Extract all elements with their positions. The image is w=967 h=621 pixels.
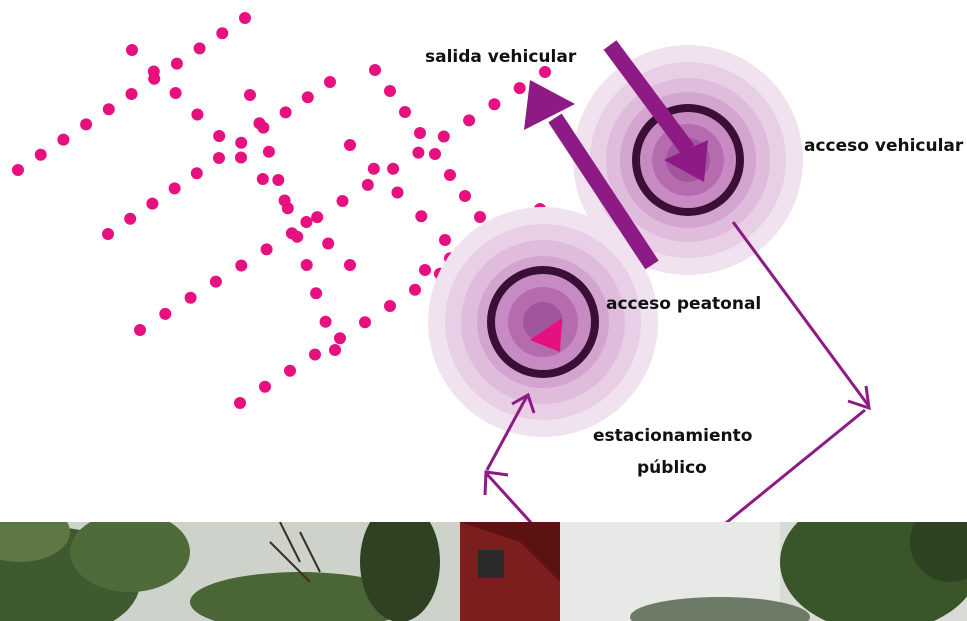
circulation-dot — [235, 259, 248, 272]
circulation-dot — [384, 300, 396, 312]
circulation-dot — [147, 65, 160, 78]
circulation-dot — [235, 136, 248, 149]
circulation-dot — [513, 82, 526, 95]
circulation-dot — [159, 307, 172, 320]
circulation-dot — [329, 344, 341, 356]
circulation-dot — [384, 85, 396, 97]
circulation-dot — [391, 186, 404, 199]
circulation-dot — [239, 12, 251, 24]
circulation-dot — [414, 127, 426, 139]
label-salida-vehicular: salida vehicular — [425, 47, 577, 67]
circulation-dot — [193, 42, 206, 55]
circulation-dot — [102, 103, 115, 116]
circulation-dot — [126, 44, 138, 56]
circulation-dot — [234, 397, 246, 409]
circulation-dot — [300, 216, 313, 228]
circulation-dot — [334, 332, 346, 345]
circulation-dot — [134, 324, 146, 336]
circulation-dot — [415, 210, 428, 223]
circulation-dot — [369, 64, 381, 76]
circulation-dot — [190, 167, 203, 180]
circulation-dot — [272, 174, 285, 186]
arrow-down-right-icon — [603, 40, 708, 182]
circulation-dot — [279, 106, 292, 119]
circulation-dot — [281, 202, 294, 215]
circulation-dot — [34, 148, 47, 161]
circulation-dot — [322, 237, 335, 250]
circulation-dot — [311, 211, 324, 224]
circulation-dot — [301, 91, 314, 104]
circulation-dot — [284, 364, 296, 377]
label-acceso-peatonal: acceso peatonal — [606, 294, 761, 314]
circulation-dot — [253, 117, 266, 130]
circulation-dot — [213, 152, 225, 164]
label-acceso-vehicular: acceso vehicular — [804, 136, 964, 156]
circulation-dot — [488, 98, 501, 111]
circulation-dot — [429, 148, 441, 160]
landscape-photo — [0, 522, 967, 621]
circulation-dot — [146, 197, 159, 210]
circulation-dot — [170, 57, 183, 70]
circulation-dot — [216, 27, 229, 40]
circulation-dot — [310, 287, 323, 300]
arrow-up-left-icon — [524, 80, 659, 270]
circulation-dot — [169, 87, 182, 99]
circulation-dot — [191, 108, 204, 121]
circulation-dot — [168, 182, 181, 195]
circulation-dot — [344, 139, 356, 151]
circulation-dot — [412, 146, 425, 159]
circulation-dot — [300, 259, 313, 271]
circulation-dot — [291, 230, 304, 243]
circulation-dot — [12, 164, 24, 176]
circulation-dot — [463, 114, 476, 127]
circulation-dot — [184, 291, 197, 304]
circulation-dot — [324, 76, 336, 88]
circulation-dot — [213, 130, 226, 142]
circulation-dot — [459, 190, 471, 202]
circulation-dot — [124, 212, 137, 225]
label-estacionamiento: estacionamiento — [593, 426, 752, 446]
circulation-dot — [439, 234, 451, 246]
circulation-dot — [409, 283, 421, 296]
circulation-dot — [359, 316, 371, 329]
circulation-dot — [244, 89, 256, 101]
circulation-dot — [235, 151, 247, 164]
circulation-dot — [387, 162, 400, 175]
circulation-dot — [260, 243, 273, 256]
circulation-dot — [419, 264, 431, 276]
circulation-dot — [256, 173, 269, 185]
circulation-dot — [437, 130, 450, 143]
circulation-dot — [57, 133, 70, 146]
circulation-dot — [209, 275, 222, 288]
circulation-dot — [367, 162, 380, 175]
circulation-dot — [361, 178, 374, 191]
circulation-dot — [444, 169, 456, 181]
circulation-dot — [80, 118, 93, 131]
circulation-dot — [262, 145, 275, 158]
circulation-dot — [102, 228, 114, 240]
circulation-dot — [539, 66, 551, 78]
label-publico: público — [637, 458, 707, 478]
circulation-dot — [474, 211, 486, 223]
circulation-dot — [344, 259, 356, 271]
pedestrian-access-node — [428, 207, 658, 437]
circulation-dot — [319, 315, 332, 328]
circulation-dot — [125, 88, 138, 100]
circulation-dot — [309, 348, 321, 361]
circulation-dot — [259, 380, 271, 393]
circulation-dot — [399, 106, 411, 118]
pedestrian-marker-icon — [530, 318, 562, 352]
circulation-dot — [336, 195, 349, 207]
